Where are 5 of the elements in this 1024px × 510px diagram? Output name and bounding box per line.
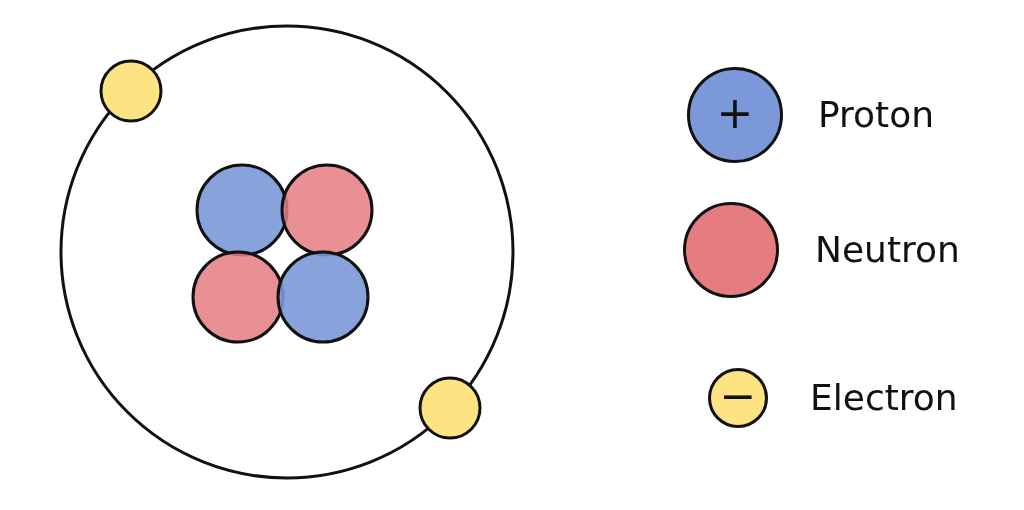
- legend-label: Proton: [818, 97, 935, 133]
- legend-label: Neutron: [815, 232, 960, 268]
- charge-sign: +: [716, 91, 754, 135]
- charge-sign: −: [719, 374, 757, 418]
- legend-label: Electron: [810, 380, 958, 416]
